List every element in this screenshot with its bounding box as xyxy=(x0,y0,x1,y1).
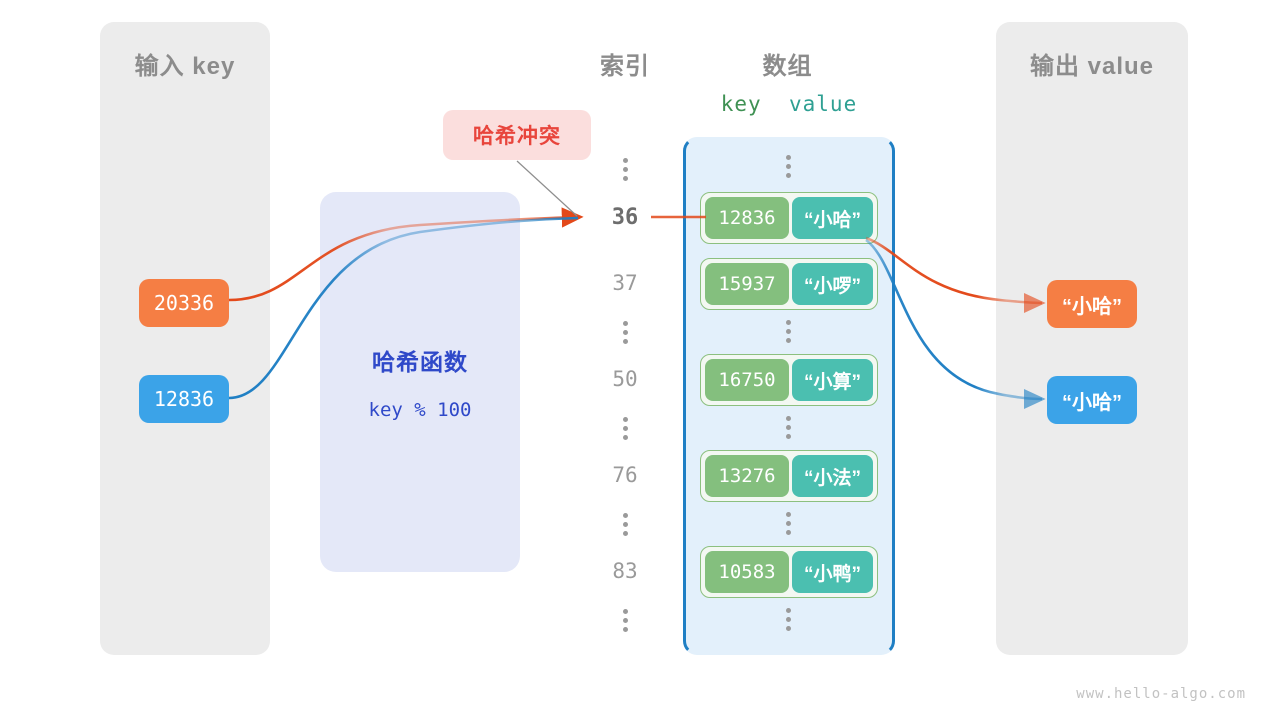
key-value-heading: key value xyxy=(683,92,895,116)
index-ellipsis-1 xyxy=(622,321,628,344)
bucket-key-2: 16750 xyxy=(705,359,789,401)
index-ellipsis-2 xyxy=(622,417,628,440)
index-label-37: 37 xyxy=(612,271,638,295)
input-key-pill-1: 12836 xyxy=(139,375,229,423)
output-panel-title: 输出 value xyxy=(1029,53,1155,80)
array-ellipsis-2 xyxy=(785,416,791,439)
table-row: 15937 “小啰” xyxy=(700,258,878,310)
input-key-pill-0: 20336 xyxy=(139,279,229,327)
watermark: www.hello-algo.com xyxy=(1076,686,1246,702)
bucket-value-1: “小啰” xyxy=(792,263,873,305)
table-row: 16750 “小算” xyxy=(700,354,878,406)
bucket-value-2: “小算” xyxy=(792,359,873,401)
table-row: 12836 “小哈” xyxy=(700,192,878,244)
index-label-76: 76 xyxy=(612,463,638,487)
array-ellipsis-4 xyxy=(785,608,791,631)
table-row: 13276 “小法” xyxy=(700,450,878,502)
hash-collision-badge: 哈希冲突 xyxy=(443,110,591,160)
value-heading-label: value xyxy=(789,92,858,116)
array-ellipsis-0 xyxy=(785,155,791,178)
array-ellipsis-1 xyxy=(785,320,791,343)
array-ellipsis-3 xyxy=(785,512,791,535)
key-heading-label: key xyxy=(720,92,762,116)
index-ellipsis-3 xyxy=(622,513,628,536)
bucket-key-0: 12836 xyxy=(705,197,789,239)
output-value-pill-0: “小哈” xyxy=(1047,280,1137,328)
output-value-pill-1: “小哈” xyxy=(1047,376,1137,424)
hash-function-box: 哈希函数 key % 100 xyxy=(320,192,520,572)
index-ellipsis-0 xyxy=(622,158,628,181)
bucket-value-3: “小法” xyxy=(792,455,873,497)
bucket-value-4: “小鸭” xyxy=(792,551,873,593)
input-panel-title: 输入 key xyxy=(134,53,236,80)
output-panel: 输出 value xyxy=(996,22,1188,655)
bucket-key-4: 10583 xyxy=(705,551,789,593)
index-label-36: 36 xyxy=(611,205,639,230)
bucket-key-1: 15937 xyxy=(705,263,789,305)
collision-leader-line xyxy=(516,160,578,217)
index-ellipsis-4 xyxy=(622,609,628,632)
array-column-heading: 数组 xyxy=(762,53,813,80)
index-column-heading: 索引 xyxy=(600,53,650,80)
index-label-83: 83 xyxy=(612,559,638,583)
index-label-50: 50 xyxy=(612,367,638,391)
hash-function-title: 哈希函数 xyxy=(372,349,468,375)
bucket-value-0: “小哈” xyxy=(792,197,873,239)
table-row: 10583 “小鸭” xyxy=(700,546,878,598)
input-panel: 输入 key xyxy=(100,22,270,655)
hash-function-expression: key % 100 xyxy=(368,399,472,421)
bucket-key-3: 13276 xyxy=(705,455,789,497)
